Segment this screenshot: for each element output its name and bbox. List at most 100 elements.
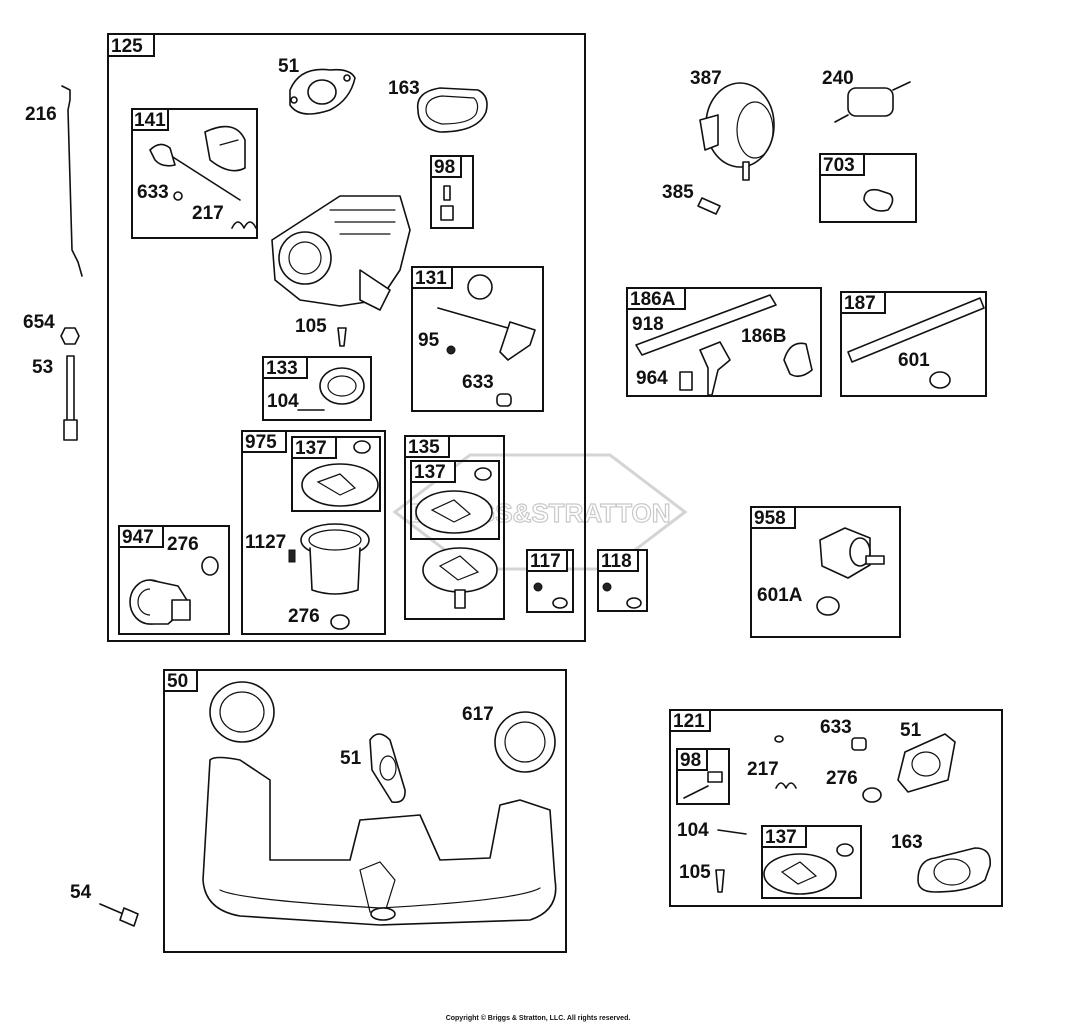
gasket-617-icon	[494, 711, 556, 773]
group-135-label: 135	[408, 437, 440, 458]
nut-654-icon	[60, 327, 80, 345]
copyright-text: Copyright © Briggs & Stratton, LLC. All …	[446, 1014, 631, 1022]
group-947-box	[118, 525, 230, 635]
washer-633-icon	[173, 191, 183, 201]
group-98-b-tag	[676, 748, 708, 771]
throttle-shaft-icon	[437, 274, 536, 361]
label-163-b: 163	[891, 832, 923, 853]
group-98-b-label: 98	[680, 750, 701, 771]
group-958-tag	[750, 506, 796, 529]
carburetor-body-icon	[271, 195, 411, 311]
label-186b: 186B	[741, 326, 786, 347]
label-633-b: 633	[462, 372, 494, 393]
label-104: 104	[267, 391, 299, 412]
clamp-703-icon	[863, 188, 894, 212]
diaphragm-135-icon	[422, 547, 498, 609]
fuel-valve-958-icon	[819, 527, 885, 579]
label-53: 53	[32, 357, 53, 378]
group-141-tag	[131, 108, 169, 131]
gasket-137-a-icon	[301, 440, 379, 507]
bolt-54-icon	[99, 903, 139, 927]
group-187-label: 187	[844, 293, 876, 314]
group-118-tag	[597, 549, 639, 572]
group-703-tag	[819, 153, 865, 176]
bushing-633-icon	[496, 393, 512, 407]
screw-95-icon	[446, 345, 456, 355]
group-703-label: 703	[823, 155, 855, 176]
fuel-pump-387-icon	[699, 82, 775, 181]
group-117-label: 117	[530, 551, 561, 572]
group-186a-label: 186A	[630, 289, 676, 310]
gasket-51-b-icon	[369, 733, 406, 804]
group-121-box	[669, 709, 1003, 907]
label-964: 964	[636, 368, 668, 389]
label-276-b: 276	[288, 606, 320, 627]
label-105-b: 105	[679, 862, 711, 883]
governor-link-216-icon	[61, 85, 83, 277]
group-186a-tag	[626, 287, 686, 310]
fitting-186b-icon	[783, 342, 813, 378]
label-217-b: 217	[747, 759, 779, 780]
label-95: 95	[418, 330, 440, 351]
gasket-163-b-icon	[917, 847, 992, 893]
group-131-label: 131	[415, 268, 447, 289]
group-135-tag	[404, 435, 450, 458]
pin-104-b-icon	[717, 829, 747, 835]
washer-276-b-icon	[330, 614, 350, 630]
label-163: 163	[388, 78, 420, 99]
group-947-tag	[118, 525, 164, 548]
group-137-b-tag	[410, 460, 456, 483]
label-104-b: 104	[677, 820, 709, 841]
group-131-box	[411, 266, 544, 412]
fuel-line-187-icon	[847, 297, 985, 363]
group-125-label: 125	[111, 36, 143, 57]
clamp-601-icon	[929, 371, 951, 389]
float-bowl-icon	[300, 523, 370, 595]
needle-105-icon	[337, 327, 347, 347]
screw-spring-98-icon	[440, 185, 454, 221]
group-117-tag	[526, 549, 568, 572]
group-121-tag	[669, 709, 711, 732]
label-216: 216	[25, 104, 57, 125]
screw-1127-icon	[288, 549, 296, 563]
seal-121-icon	[774, 735, 784, 743]
group-975-box	[241, 430, 386, 635]
choke-shaft-icon	[149, 125, 246, 201]
screw-385-icon	[697, 197, 721, 215]
group-186a-box	[626, 287, 822, 397]
label-276-c: 276	[826, 768, 858, 789]
stud-53-icon	[63, 355, 78, 441]
bushing-633-c-icon	[851, 737, 867, 751]
group-975-label: 975	[245, 432, 277, 453]
group-133-label: 133	[266, 358, 298, 379]
group-975-tag	[241, 430, 287, 453]
gasket-51-icon	[289, 68, 356, 115]
group-118-label: 118	[601, 551, 632, 572]
screw-spring-98-b-icon	[683, 771, 723, 799]
spring-217-icon	[231, 221, 257, 229]
label-105: 105	[295, 316, 327, 337]
group-137-a-tag	[291, 436, 337, 459]
group-135-box	[404, 435, 505, 620]
group-137-a-label: 137	[295, 438, 327, 459]
gasket-137-b-icon	[415, 467, 493, 534]
gasket-51-c-icon	[897, 733, 956, 793]
washer-276-c-icon	[862, 787, 882, 803]
group-50-box	[163, 669, 567, 953]
jet-117-icon	[533, 582, 543, 592]
label-601: 601	[898, 350, 930, 371]
group-141-box	[131, 108, 258, 239]
jet-118-icon	[602, 582, 612, 592]
group-133-tag	[262, 356, 308, 379]
group-947-label: 947	[122, 527, 154, 548]
group-137-c-box	[761, 825, 862, 899]
group-958-label: 958	[754, 508, 786, 529]
label-217: 217	[192, 203, 224, 224]
float-133-icon	[319, 367, 365, 405]
label-1127: 1127	[245, 532, 286, 553]
intake-manifold-icon	[202, 756, 557, 926]
label-51-c: 51	[900, 720, 922, 741]
group-133-box	[262, 356, 372, 421]
clip-964-icon	[679, 371, 693, 391]
